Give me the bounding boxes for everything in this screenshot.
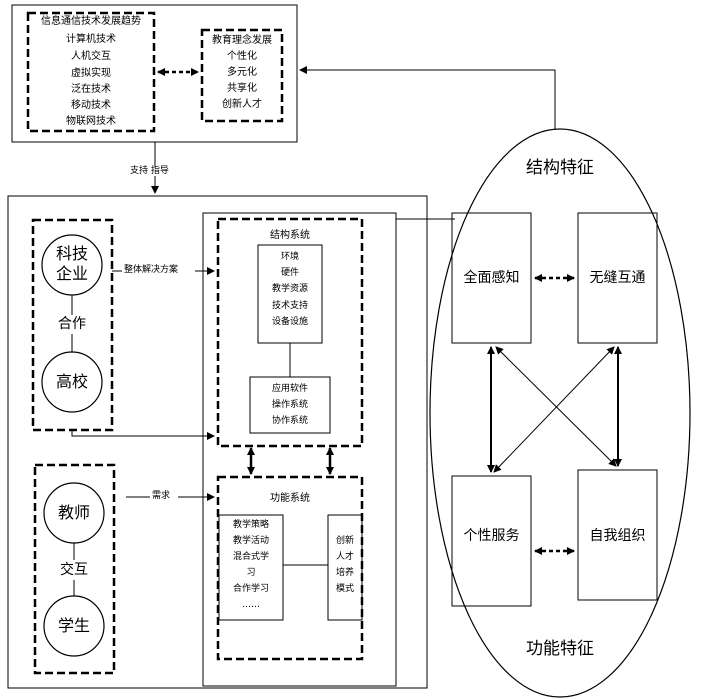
arrow-q1-q4 — [495, 346, 617, 467]
function-item: 教学策略 — [232, 520, 269, 530]
app-item: 应用软件 — [271, 384, 308, 394]
feedback-arrow — [299, 66, 556, 130]
trend-item: 物联网技术 — [66, 116, 116, 127]
function-item: 合作学习 — [232, 584, 269, 594]
school-label: 高校 — [55, 372, 88, 391]
company-label-1: 科技 — [55, 244, 88, 263]
trend-item: 人机交互 — [71, 51, 111, 62]
interact-label: 交互 — [60, 562, 88, 578]
teacher-label: 教师 — [57, 503, 90, 522]
system-to-features-line — [395, 213, 455, 220]
main-system-box — [7, 195, 428, 689]
function-item: 习 — [246, 568, 256, 578]
feature-organize-label: 自我组织 — [589, 528, 646, 544]
innov-item: 人才 — [335, 552, 354, 562]
function-item: 教学活动 — [232, 536, 269, 546]
structure-title: 结构系统 — [270, 230, 310, 241]
edu-item: 个性化 — [227, 51, 257, 62]
function-item: 混合式学 — [232, 552, 269, 562]
trend-item: 虚拟实现 — [71, 68, 111, 79]
apps-box — [249, 376, 331, 434]
app-item: 操作系统 — [271, 400, 308, 410]
function-title: 功能系统 — [270, 493, 310, 504]
innov-item: 培养 — [335, 568, 354, 578]
edu-item: 创新人才 — [222, 99, 262, 110]
support-label: 支持 指导 — [130, 166, 169, 176]
coop-label: 合作 — [58, 316, 86, 332]
feature-service-label: 个性服务 — [463, 528, 520, 544]
feature-interconnect-label: 无缝互通 — [589, 270, 646, 286]
edu-title: 教育理念发展 — [212, 35, 272, 46]
edu-item: 多元化 — [227, 67, 257, 78]
trend-item: 泛在技术 — [71, 84, 111, 95]
function-items-box — [218, 514, 284, 621]
student-label: 学生 — [57, 616, 90, 635]
feature-box-interconnect — [577, 212, 658, 344]
innov-item: 创新 — [335, 536, 354, 546]
innov-box — [327, 514, 363, 621]
feature-perception-label: 全面感知 — [463, 270, 520, 286]
trends-dashed-box — [26, 11, 156, 133]
structure-feature-title: 结构特征 — [526, 158, 594, 178]
school-to-system-arrow — [71, 430, 215, 440]
system-box — [202, 212, 397, 687]
edu-item: 共享化 — [227, 83, 257, 94]
structure-item: 硬件 — [280, 268, 299, 278]
trend-item: 计算机技术 — [66, 34, 116, 45]
trend-item: 移动技术 — [71, 100, 111, 111]
function-feature-title: 功能特征 — [526, 639, 594, 659]
structure-item: 设备设施 — [271, 317, 308, 327]
feature-box-service — [451, 475, 532, 607]
function-item: …… — [242, 600, 260, 610]
company-label-2: 企业 — [55, 264, 88, 283]
arrow-q2-q3 — [493, 346, 615, 473]
structure-item: 教学资源 — [271, 284, 308, 294]
structure-item: 环境 — [280, 252, 299, 262]
trends-title: 信息通信技术发展趋势 — [41, 16, 141, 27]
feature-box-organize — [577, 469, 658, 601]
features-ellipse — [429, 128, 691, 698]
structure-dashed-box — [216, 217, 364, 448]
structure-item: 技术支持 — [271, 301, 308, 311]
app-item: 协作系统 — [271, 416, 308, 426]
innov-item: 模式 — [335, 584, 354, 594]
teacher-student-dashed-box — [33, 463, 116, 675]
solution-label: 整体解决方案 — [124, 265, 179, 275]
need-label: 需求 — [152, 491, 171, 501]
edu-dashed-box — [200, 28, 284, 123]
feature-box-perception — [451, 212, 532, 344]
